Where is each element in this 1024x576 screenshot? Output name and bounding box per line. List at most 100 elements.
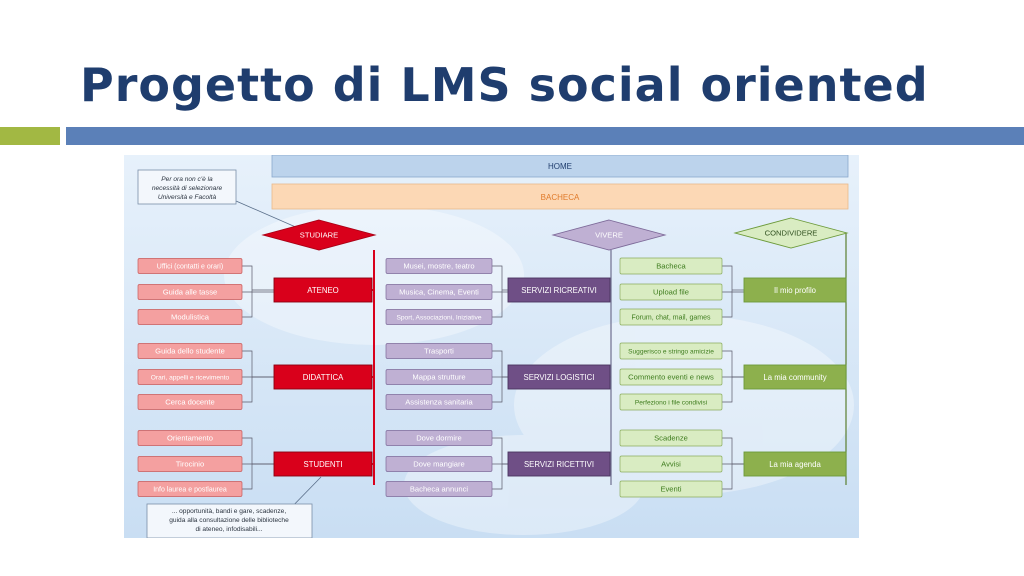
dove-mangiare-item-label: Dove mangiare [413, 460, 465, 469]
sitemap-diagram: HOME BACHECA Per ora non c'è la necessit… [124, 155, 859, 538]
info-laurea-e-postlaurea-item[interactable] [137, 481, 243, 497]
eventi-item[interactable] [619, 480, 723, 498]
guida-dello-studente-item-label: Guida dello studente [155, 347, 225, 356]
musica-cinema-eventi-item-label: Musica, Cinema, Eventi [399, 288, 479, 297]
orientamento-item-label: Orientamento [167, 434, 213, 443]
scadenze-item-label: Scadenze [654, 434, 688, 443]
la-mia-community-box[interactable] [743, 364, 847, 390]
servizi-logistici-label: SERVIZI LOGISTICI [524, 373, 595, 382]
note-bottom-line-1: ... opportunità, bandi e gare, scadenze, [172, 508, 287, 515]
condividere-diamond-label: CONDIVIDERE [765, 229, 818, 238]
diagram-columns: STUDIARE ATENEO Uffici (contatti e orari) G… [137, 217, 849, 498]
il-mio-profilo-bracket [722, 265, 733, 318]
musei-mostre-teatro-item-label: Musei, mostre, teatro [403, 262, 474, 271]
note-bottom-line-2: guida alla consultazione delle bibliotec… [169, 517, 289, 524]
studiare-diamond-label: STUDIARE [300, 231, 338, 240]
forum-chat-mail-games-item[interactable] [619, 308, 723, 326]
la-mia-agenda-label: La mia agenda [769, 460, 821, 469]
servizi-logistici-bracket [492, 350, 503, 403]
title-rule [66, 127, 1024, 145]
bacheca-annunci-item-label: Bacheca annunci [410, 485, 469, 494]
vivere-diamond-label: VIVERE [595, 231, 623, 240]
modulistica-item-label: Modulistica [171, 313, 210, 322]
note-bottom-line-3: di ateneo, infodisabili... [195, 526, 262, 533]
note-top-line-3: Università e Facoltà [158, 194, 217, 201]
studenti-bracket [242, 437, 253, 490]
scadenze-item[interactable] [619, 429, 723, 447]
suggerisco-e-stringo-amicizie-item[interactable] [619, 342, 723, 360]
guida-dello-studente-item[interactable] [137, 343, 243, 359]
note-top-line-2: necessità di selezionare [152, 185, 223, 192]
cerca-docente-item[interactable] [137, 394, 243, 410]
guida-alle-tasse-item[interactable] [137, 284, 243, 300]
perfeziono-i-file-condivisi-item-label: Perfeziono i file condivisi [635, 400, 708, 407]
tirocinio-item[interactable] [137, 456, 243, 472]
servizi-ricettivi-box[interactable] [507, 451, 611, 477]
guida-alle-tasse-item-label: Guida alle tasse [163, 288, 217, 297]
didattica-box[interactable] [273, 364, 373, 390]
bacheca-annunci-item[interactable] [385, 481, 493, 497]
uffici-contatti-e-orari-item[interactable] [137, 258, 243, 274]
uffici-contatti-e-orari-item-label: Uffici (contatti e orari) [157, 264, 223, 271]
mappa-strutture-item-label: Mappa strutture [412, 373, 465, 382]
dove-dormire-item[interactable] [385, 430, 493, 446]
ateneo-bracket [242, 265, 253, 318]
upload-file-item[interactable] [619, 283, 723, 301]
studenti-box[interactable] [273, 451, 373, 477]
note-top-line-1: Per ora non c'è la [161, 176, 213, 183]
il-mio-profilo-label: Il mio profilo [774, 286, 817, 295]
didattica-label: DIDATTICA [303, 373, 344, 382]
cerca-docente-item-label: Cerca docente [165, 398, 214, 407]
il-mio-profilo-box[interactable] [743, 277, 847, 303]
servizi-ricettivi-bracket [492, 437, 503, 490]
dove-mangiare-item[interactable] [385, 456, 493, 472]
trasporti-item[interactable] [385, 343, 493, 359]
mappa-strutture-item[interactable] [385, 369, 493, 385]
sport-associazioni-iniziative-item[interactable] [385, 309, 493, 325]
avvisi-item[interactable] [619, 455, 723, 473]
servizi-logistici-box[interactable] [507, 364, 611, 390]
bacheca-label: BACHECA [541, 193, 580, 202]
slide-title: Progetto di LMS social oriented [80, 58, 929, 112]
la-mia-community-bracket [722, 350, 733, 403]
note-bottom-box [146, 503, 313, 538]
eventi-item-label: Eventi [660, 485, 681, 494]
modulistica-item[interactable] [137, 309, 243, 325]
home-label: HOME [548, 162, 572, 171]
servizi-ricreativi-bracket [492, 265, 503, 318]
ateneo-label: ATENEO [307, 286, 338, 295]
la-mia-community-label: La mia community [763, 373, 826, 382]
home-bar[interactable] [271, 155, 849, 178]
ateneo-box[interactable] [273, 277, 373, 303]
musei-mostre-teatro-item[interactable] [385, 258, 493, 274]
forum-chat-mail-games-item-label: Forum, chat, mail, games [632, 315, 711, 322]
condividere-diamond[interactable] [733, 217, 849, 249]
suggerisco-e-stringo-amicizie-item-label: Suggerisco e stringo amicizie [628, 349, 714, 356]
assistenza-sanitaria-item[interactable] [385, 394, 493, 410]
accent-bar [0, 127, 60, 145]
orari-appelli-e-ricevimento-item-label: Orari, appelli e ricevimento [151, 375, 230, 382]
servizi-ricettivi-label: SERVIZI RICETTIVI [524, 460, 594, 469]
servizi-ricreativi-box[interactable] [507, 277, 611, 303]
assistenza-sanitaria-item-label: Assistenza sanitaria [405, 398, 473, 407]
musica-cinema-eventi-item[interactable] [385, 284, 493, 300]
upload-file-item-label: Upload file [653, 288, 689, 297]
commento-eventi-e-news-item-label: Commento eventi e news [628, 373, 714, 382]
didattica-bracket [242, 350, 253, 403]
orari-appelli-e-ricevimento-item[interactable] [137, 369, 243, 385]
info-laurea-e-postlaurea-item-label: Info laurea e postlaurea [153, 487, 227, 494]
la-mia-agenda-box[interactable] [743, 451, 847, 477]
avvisi-item-label: Avvisi [661, 460, 681, 469]
bacheca-bar[interactable] [271, 183, 849, 210]
note-top-box [137, 169, 237, 205]
vivere-diamond[interactable] [551, 219, 667, 251]
commento-eventi-e-news-item[interactable] [619, 368, 723, 386]
bacheca-item-label: Bacheca [656, 262, 686, 271]
sport-associazioni-iniziative-item-label: Sport, Associazioni, Iniziative [396, 315, 481, 322]
orientamento-item[interactable] [137, 430, 243, 446]
studiare-diamond[interactable] [261, 219, 377, 251]
perfeziono-i-file-condivisi-item[interactable] [619, 393, 723, 411]
servizi-ricreativi-label: SERVIZI RICREATIVI [521, 286, 597, 295]
tirocinio-item-label: Tirocinio [176, 460, 204, 469]
bacheca-item[interactable] [619, 257, 723, 275]
